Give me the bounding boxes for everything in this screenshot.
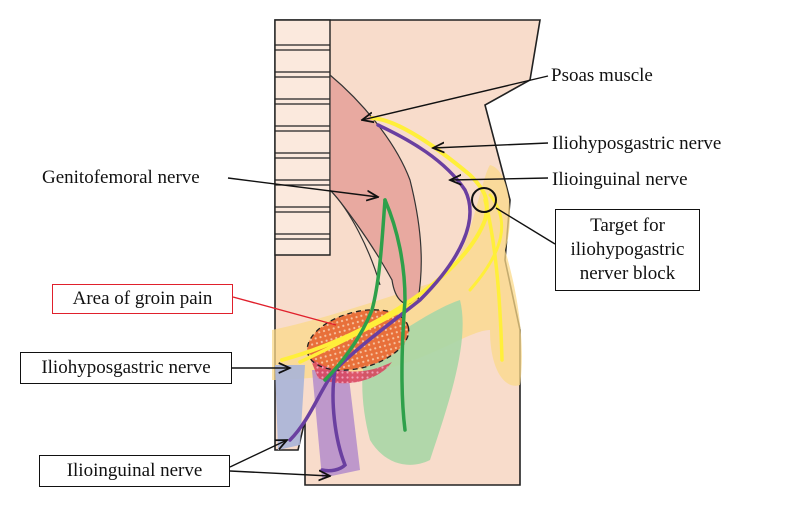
label-ilioinguinal-nerve-left: Ilioinguinal nerve <box>39 455 230 487</box>
ilioinguinal-left-arrow-1 <box>229 440 287 468</box>
iliohypo-right-arrow <box>433 143 549 148</box>
target-line-1: Target for <box>590 215 665 237</box>
spine <box>274 19 331 256</box>
label-ilioinguinal-nerve-right: Ilioinguinal nerve <box>552 169 688 190</box>
genitofemoral-nerve-path <box>383 198 407 432</box>
label-iliohypogastric-nerve-left: Iliohyposgastric nerve <box>20 352 232 384</box>
groin-pain-leader <box>232 296 337 326</box>
target-line-2: iliohypogastric <box>570 239 685 261</box>
label-area-of-groin-pain: Area of groin pain <box>52 284 233 314</box>
label-psoas-muscle: Psoas muscle <box>551 65 653 86</box>
target-circle <box>471 187 497 213</box>
target-leader <box>495 207 556 245</box>
label-genitofemoral-nerve: Genitofemoral nerve <box>42 167 200 188</box>
ilioinguinal-nerve-path <box>288 123 472 442</box>
psoas-arrow <box>362 75 549 120</box>
genitofemoral-arrow <box>227 177 378 197</box>
label-iliohypogastric-nerve-right: Iliohyposgastric nerve <box>552 133 722 154</box>
ilioinguinal-left-arrow-2 <box>229 471 330 476</box>
ilioinguinal-right-arrow <box>450 178 549 180</box>
target-line-3: nerver block <box>579 262 676 284</box>
label-target-box: Target for iliohypogastric nerver block <box>555 209 700 291</box>
